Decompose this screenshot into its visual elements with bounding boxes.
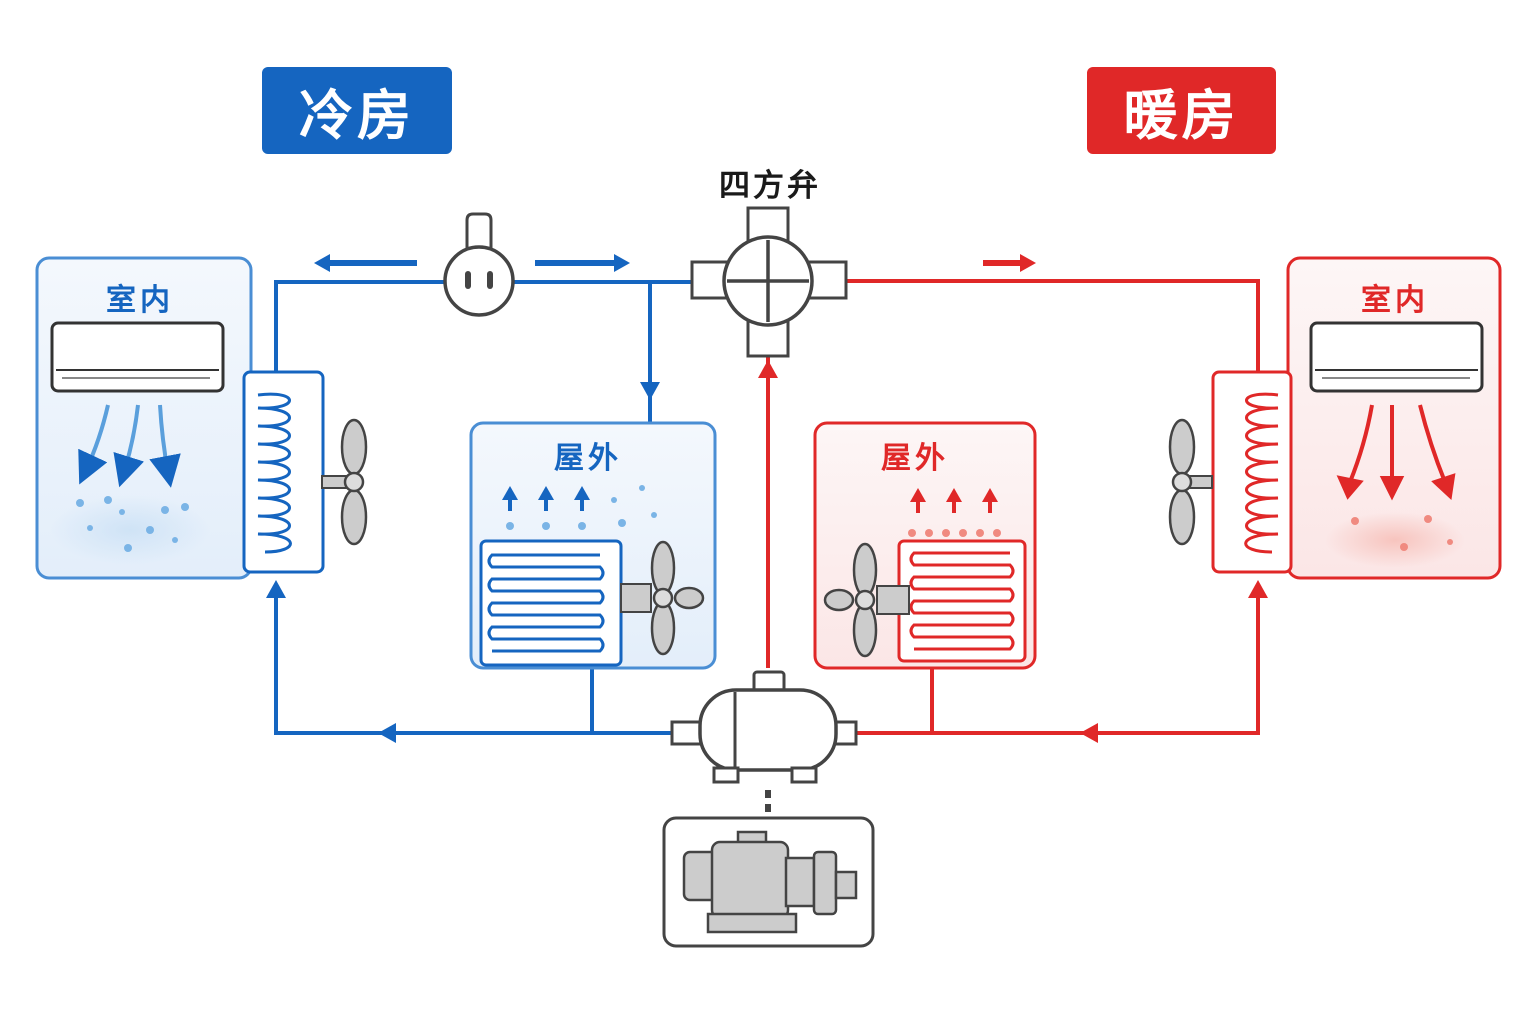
cooling-indoor-label: 室内 bbox=[106, 283, 174, 318]
heating-indoor-label: 室内 bbox=[1361, 283, 1429, 318]
fan-icon bbox=[1168, 418, 1213, 546]
cool-air-dots bbox=[76, 496, 189, 552]
air-conditioner-icon bbox=[50, 321, 225, 393]
motor-icon bbox=[682, 830, 858, 934]
heat-outdoor-up-arrows-icon bbox=[910, 488, 998, 513]
heat-outdoor-dots bbox=[908, 529, 1001, 537]
outdoor-coil-icon bbox=[479, 539, 623, 667]
fan-icon bbox=[620, 540, 705, 656]
compressor-link bbox=[765, 790, 771, 812]
air-conditioner-icon bbox=[1309, 321, 1484, 393]
fan-icon bbox=[823, 542, 910, 658]
cool-outdoor-up-arrows-icon bbox=[502, 486, 590, 511]
heating-flow-arrows bbox=[758, 254, 1268, 743]
heating-outdoor-label: 屋外 bbox=[881, 441, 949, 476]
compressor-icon bbox=[670, 670, 858, 784]
warm-air-dots bbox=[1351, 515, 1453, 551]
cooling-pipes bbox=[274, 280, 692, 735]
coil-icon bbox=[242, 370, 325, 574]
fan-icon bbox=[321, 418, 368, 546]
heating-title: 暖房 bbox=[1087, 67, 1276, 154]
cool-air-arrows-icon bbox=[78, 404, 181, 488]
cooling-outdoor-label: 屋外 bbox=[554, 441, 622, 476]
warm-air-arrows-icon bbox=[1336, 404, 1456, 501]
expansion-valve-icon bbox=[443, 212, 515, 317]
coil-icon bbox=[1211, 370, 1293, 574]
four-way-valve-icon bbox=[690, 206, 848, 358]
four-way-valve-label: 四方弁 bbox=[719, 168, 821, 204]
cooling-title: 冷房 bbox=[262, 67, 452, 154]
outdoor-coil-icon bbox=[897, 539, 1027, 663]
cool-outdoor-dots bbox=[506, 485, 657, 530]
heating-pipes bbox=[766, 279, 1260, 735]
cooling-flow-arrows bbox=[266, 254, 660, 743]
